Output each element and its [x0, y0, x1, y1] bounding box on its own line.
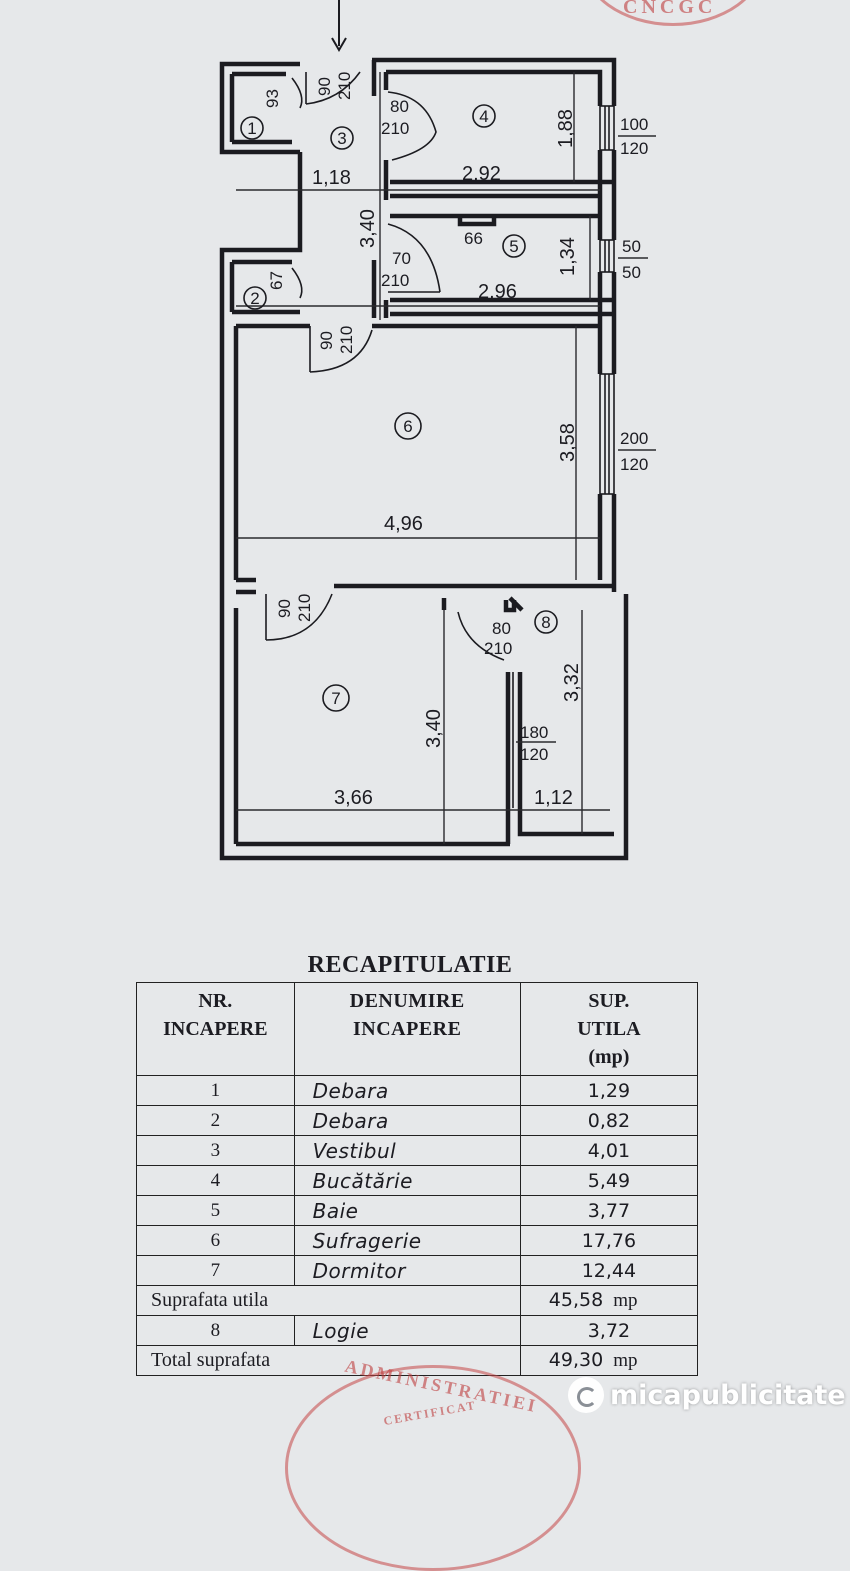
window-label-6: 200 120: [618, 429, 656, 474]
dim-3-40-vest: 3,40: [357, 209, 379, 248]
table-row: 6 Sufragerie 17,76: [136, 1225, 699, 1256]
svg-text:120: 120: [620, 455, 648, 474]
dim-3-66: 3,66: [334, 787, 373, 809]
stamp-bottom: ADMINISTRATIEI CERTIFICAT: [285, 1356, 581, 1571]
svg-text:50: 50: [622, 263, 641, 282]
room-number-6: 6: [394, 412, 422, 440]
window-label-4: 100 120: [618, 115, 656, 158]
recap-table: NR. INCAPERE DENUMIRE INCAPERE SUP. UTIL…: [136, 982, 699, 1376]
header-area: SUP. UTILA (mp): [519, 982, 699, 1076]
svg-text:100: 100: [620, 115, 648, 134]
dim-66: 66: [464, 229, 483, 248]
svg-text:80: 80: [492, 619, 511, 638]
svg-text:2: 2: [250, 289, 259, 308]
logo-icon: [568, 1377, 604, 1413]
window-label-8: 180 120: [516, 723, 556, 764]
door-label-6: 90 210: [317, 326, 356, 354]
svg-text:120: 120: [620, 139, 648, 158]
recap-title: RECAPITULATIE: [307, 952, 513, 978]
dim-67: 67: [267, 271, 286, 290]
room-number-2: 2: [243, 286, 267, 310]
svg-text:90: 90: [315, 77, 334, 96]
table-row: 1 Debara 1,29: [136, 1075, 699, 1106]
svg-text:180: 180: [520, 723, 548, 742]
svg-text:210: 210: [295, 594, 314, 622]
dimension-lines: [236, 72, 610, 844]
svg-text:7: 7: [331, 689, 340, 708]
door-label-4: 80 210: [381, 97, 409, 138]
room-number-1: 1: [240, 116, 264, 140]
svg-text:210: 210: [381, 271, 409, 290]
svg-text:210: 210: [381, 119, 409, 138]
room-number-8: 8: [534, 610, 558, 634]
svg-text:6: 6: [403, 417, 412, 436]
svg-text:3: 3: [337, 129, 346, 148]
svg-text:50: 50: [622, 237, 641, 256]
svg-text:120: 120: [520, 745, 548, 764]
useful-area-value: 45,58: [548, 1289, 604, 1311]
floor-plan: 1 2 3 4 5 6 7 8 1,18 2,92 1,88 3,40 2,96…: [219, 0, 656, 861]
table-row: 4 Bucătărie 5,49: [136, 1165, 699, 1196]
room-number-3: 3: [330, 126, 354, 150]
useful-area-unit: mp: [613, 1290, 638, 1311]
watermark: micapublicitate: [568, 1372, 846, 1418]
header-nr: NR. INCAPERE: [136, 982, 295, 1076]
dim-4-96: 4,96: [384, 513, 423, 535]
svg-text:4: 4: [479, 107, 488, 126]
windows: [512, 105, 615, 808]
dim-1-18: 1,18: [312, 167, 351, 189]
dim-93: 93: [263, 89, 282, 108]
dim-3-58: 3,58: [557, 423, 579, 462]
table-row: 7 Dormitor 12,44: [136, 1255, 699, 1286]
table-header-row: NR. INCAPERE DENUMIRE INCAPERE SUP. UTIL…: [136, 982, 699, 1076]
svg-text:1: 1: [247, 119, 256, 138]
svg-text:210: 210: [484, 639, 512, 658]
outer-walls: [219, 57, 629, 861]
room-number-4: 4: [472, 104, 496, 128]
svg-text:8: 8: [541, 613, 550, 632]
door-label-3: 90 210: [315, 72, 354, 100]
stamp-top-text: CNCGC: [623, 0, 717, 18]
window-label-5: 50 50: [618, 237, 648, 282]
dim-3-40-bed: 3,40: [423, 709, 445, 748]
svg-text:210: 210: [337, 326, 356, 354]
table-row: 2 Debara 0,82: [136, 1105, 699, 1136]
total-area-value: 49,30: [548, 1349, 604, 1371]
svg-text:80: 80: [390, 97, 409, 116]
stamp-bottom-subtext: CERTIFICAT: [382, 1397, 478, 1429]
dim-1-88: 1,88: [555, 109, 577, 148]
dim-1-34: 1,34: [557, 237, 579, 276]
svg-text:5: 5: [509, 237, 518, 256]
total-area-unit: mp: [613, 1350, 638, 1371]
door-label-5: 70 210: [381, 249, 411, 290]
room-number-5: 5: [502, 234, 526, 258]
header-name: DENUMIRE INCAPERE: [293, 982, 521, 1076]
dim-2-92: 2,92: [462, 163, 501, 185]
door-label-8: 80 210: [484, 619, 512, 658]
table-row: 5 Baie 3,77: [136, 1195, 699, 1226]
door-swings: [265, 71, 505, 661]
svg-text:210: 210: [335, 72, 354, 100]
svg-text:90: 90: [275, 599, 294, 618]
dim-3-32: 3,32: [561, 663, 583, 702]
table-row: 8 Logie 3,72: [136, 1315, 699, 1346]
svg-text:70: 70: [392, 249, 411, 268]
room-number-7: 7: [322, 684, 350, 712]
watermark-text: micapublicitate: [610, 1379, 846, 1411]
door-label-7: 90 210: [275, 594, 314, 622]
svg-text:200: 200: [620, 429, 648, 448]
svg-text:90: 90: [317, 331, 336, 350]
entrance-arrow-icon: [331, 0, 347, 52]
dim-2-96: 2,96: [478, 281, 517, 303]
table-row: 3 Vestibul 4,01: [136, 1135, 699, 1166]
dim-1-12: 1,12: [534, 787, 573, 809]
